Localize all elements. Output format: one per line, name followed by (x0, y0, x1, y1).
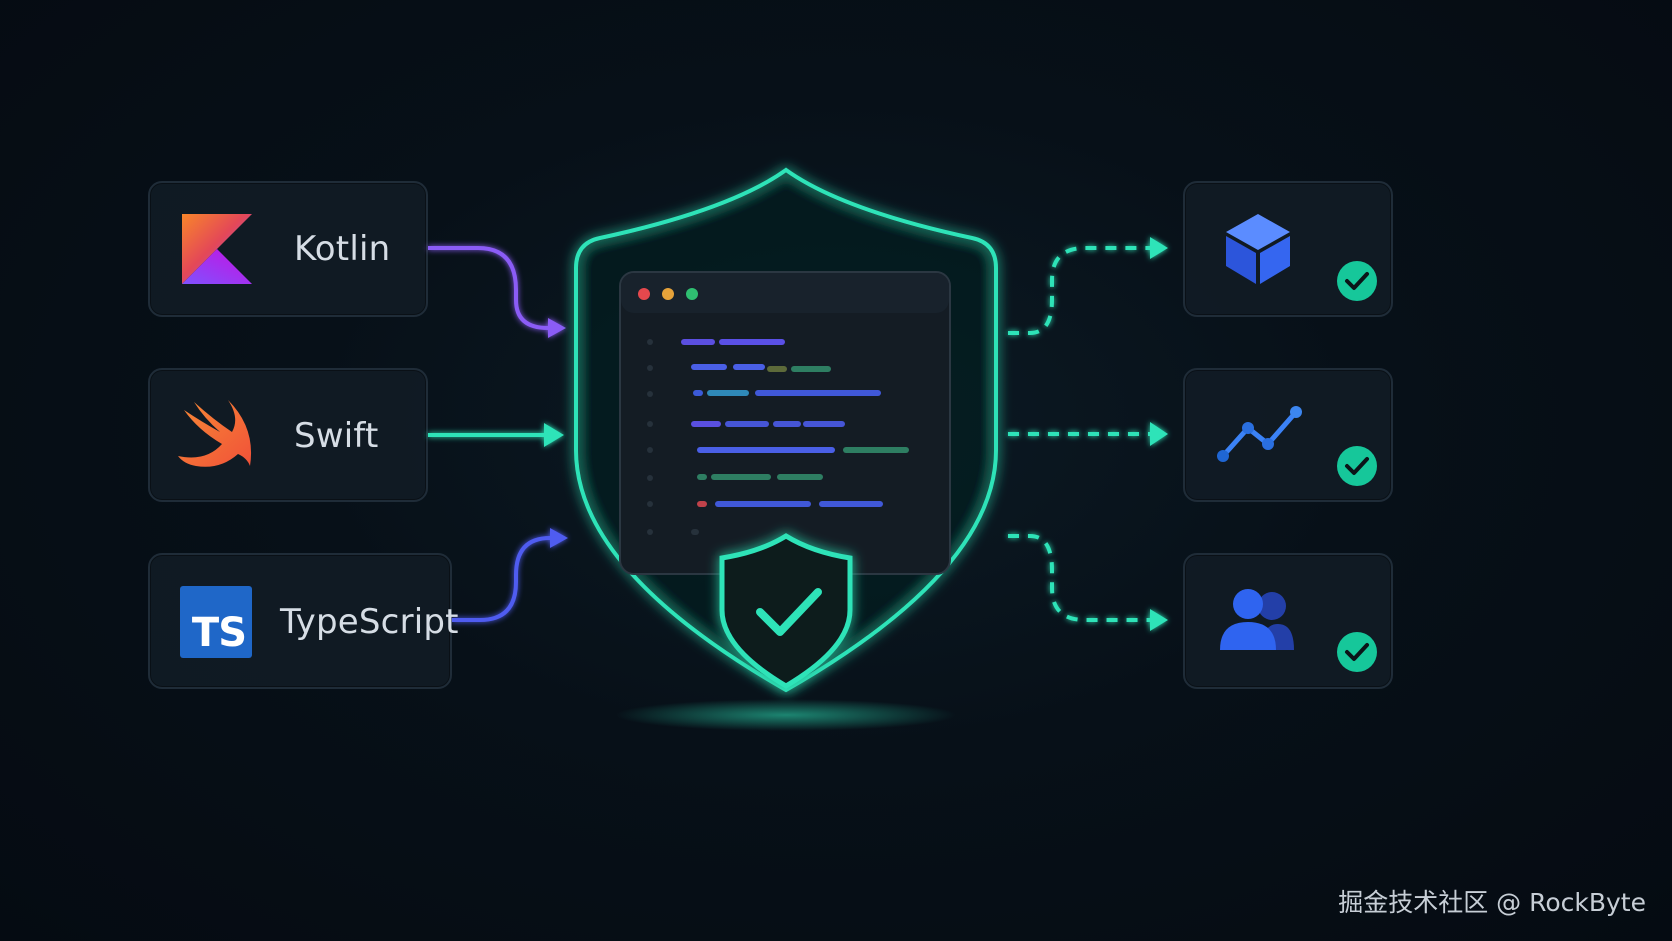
line-chart-icon (1217, 406, 1302, 462)
kotlin-label: Kotlin (294, 229, 391, 269)
watermark: 掘金技术社区 @ RockByte (1338, 888, 1646, 917)
window-close-dot (638, 288, 650, 300)
cube-icon (1226, 214, 1290, 284)
output-arrow-middle (1008, 422, 1168, 446)
typescript-label: TypeScript (280, 602, 459, 642)
language-card-swift (148, 368, 428, 502)
code-window (619, 271, 951, 575)
swift-label: Swift (294, 416, 379, 456)
check-icon (1337, 261, 1377, 301)
swift-logo-icon (178, 400, 252, 467)
output-arrow-top (1008, 237, 1168, 335)
window-minimize-dot (662, 288, 674, 300)
swift-arrow (428, 423, 564, 447)
kotlin-arrow (428, 246, 566, 338)
check-icon (1337, 446, 1377, 486)
typescript-logo-icon: TS (180, 586, 252, 658)
typescript-arrow (452, 528, 568, 622)
kotlin-logo-icon (182, 214, 252, 284)
typescript-badge-text: TS (191, 610, 247, 656)
floor-glow (616, 699, 956, 731)
check-icon (1337, 632, 1377, 672)
users-icon (1220, 589, 1294, 650)
shield-check-icon (719, 533, 853, 689)
window-maximize-dot (686, 288, 698, 300)
output-arrow-bottom (1008, 534, 1168, 631)
